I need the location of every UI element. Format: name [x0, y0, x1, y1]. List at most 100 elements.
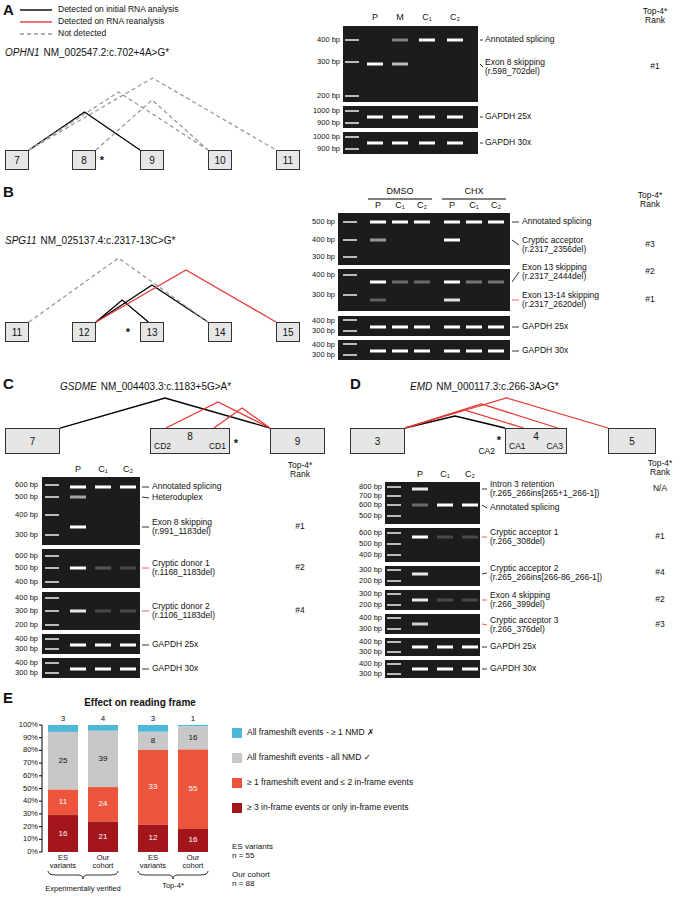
legend-line-sample — [20, 21, 52, 22]
axis-tick-label: 20% — [23, 822, 38, 830]
gel-band — [392, 281, 408, 284]
gel-image — [338, 269, 510, 311]
axis-tick — [39, 813, 42, 814]
bar-value: 8 — [151, 736, 155, 745]
gel-panel — [385, 660, 480, 678]
exon-number: 8 — [187, 431, 193, 442]
gel-image — [385, 638, 480, 656]
gel-band — [412, 646, 428, 649]
exon-number: 11 — [12, 327, 22, 338]
rank-label: N/A — [653, 484, 667, 493]
gel-image — [42, 592, 140, 630]
variant-label: NM_025137.4:c.2317-13C>G* — [41, 235, 176, 246]
band-annotation: Exon 8 skipping (r.598_702del) — [485, 58, 575, 77]
bar-segment — [138, 725, 168, 732]
ladder-band — [45, 581, 59, 583]
bar-segment — [138, 732, 168, 750]
axis-tick-label: 50% — [23, 784, 38, 792]
size-marker: 300 bp — [15, 669, 38, 677]
gel-image — [385, 660, 480, 678]
rank-label: #2 — [655, 595, 664, 604]
ladder-band — [387, 673, 401, 675]
gel-band — [437, 504, 453, 507]
rank-label: #1 — [655, 532, 664, 541]
panel-letter: C — [3, 376, 14, 393]
gel-band — [70, 668, 86, 671]
gel-panel — [385, 566, 480, 586]
bar-segment — [48, 732, 78, 790]
bar-value: 16 — [59, 829, 68, 838]
exon-box: 3 — [350, 428, 405, 454]
splice-junction — [29, 258, 208, 322]
leader-line — [512, 327, 519, 328]
splice-junction — [29, 92, 208, 150]
band-annotation: Intron 3 retention (r.265_266ins[265+1_2… — [490, 480, 602, 499]
gel-panel — [338, 213, 510, 265]
size-marker: 300 bp — [317, 58, 340, 66]
gel-band — [444, 299, 460, 302]
variant-star: * — [126, 326, 130, 338]
gel-band — [70, 526, 86, 529]
variant-star: * — [100, 154, 104, 166]
ladder-band — [387, 617, 401, 619]
legend-swatch — [232, 778, 242, 788]
size-marker: 300 bp — [312, 291, 335, 299]
gel-band — [392, 39, 408, 42]
treatment-bar — [442, 199, 506, 200]
lane-label: C₁ — [422, 13, 432, 23]
rank-label: Top-4* Rank — [630, 191, 670, 210]
size-marker: 700 bp — [359, 492, 382, 500]
exon-number: 3 — [375, 436, 381, 447]
gel-band — [462, 536, 478, 539]
lane-label: P — [375, 201, 381, 211]
rank-label: #3 — [645, 240, 654, 249]
cryptic-site-label: CD1 — [209, 442, 226, 451]
leader-line — [512, 240, 519, 245]
leader-line — [480, 143, 483, 144]
size-marker: 200 bp — [317, 92, 340, 100]
ladder-band — [45, 638, 59, 640]
gel-band — [367, 116, 383, 119]
gel-band — [437, 536, 453, 539]
bar-segment — [178, 829, 208, 852]
lane-label: C₁ — [395, 201, 405, 211]
gel-band — [370, 281, 386, 284]
legend-text: Detected on RNA reanalysis — [58, 17, 164, 26]
axis-tick-label: 100% — [19, 721, 38, 729]
axis-tick — [39, 852, 42, 853]
size-marker: 400 bp — [15, 594, 38, 602]
gel-band — [370, 221, 386, 224]
gel-band — [437, 599, 453, 602]
band-annotation: GAPDH 30x — [522, 346, 568, 355]
ladder-band — [387, 604, 401, 606]
bar-value: 25 — [59, 756, 68, 765]
bar-segment — [178, 726, 208, 749]
exon-number: 8 — [81, 155, 87, 166]
bar-value: 4 — [101, 715, 105, 724]
exon-box: 5 — [608, 428, 656, 454]
splice-junction — [405, 404, 558, 428]
gel-band — [414, 326, 430, 329]
ladder-band — [45, 672, 59, 674]
gel-band — [412, 599, 428, 602]
size-marker: 600 bp — [15, 552, 38, 560]
band-annotation: Exon 8 skipping (r.991_1183del) — [152, 518, 237, 537]
gel-panel — [338, 269, 510, 311]
exon-number: 13 — [146, 327, 157, 338]
axis-tick — [39, 788, 42, 789]
gel-band — [462, 599, 478, 602]
rank-label: #3 — [655, 620, 664, 629]
band-annotation: Annotated splicing — [152, 482, 221, 491]
leader-line — [482, 537, 487, 538]
gel-band — [488, 350, 504, 353]
size-marker: 300 bp — [359, 670, 382, 678]
ladder-band — [387, 663, 401, 665]
leader-line — [482, 505, 487, 508]
size-marker: 300 bp — [312, 253, 335, 261]
gel-band — [70, 610, 86, 613]
lane-label: C₂ — [491, 201, 501, 211]
leader-line — [512, 222, 519, 223]
splice-junction — [214, 408, 270, 428]
size-marker: 300 bp — [312, 327, 335, 335]
bar-value: 1 — [191, 715, 195, 724]
